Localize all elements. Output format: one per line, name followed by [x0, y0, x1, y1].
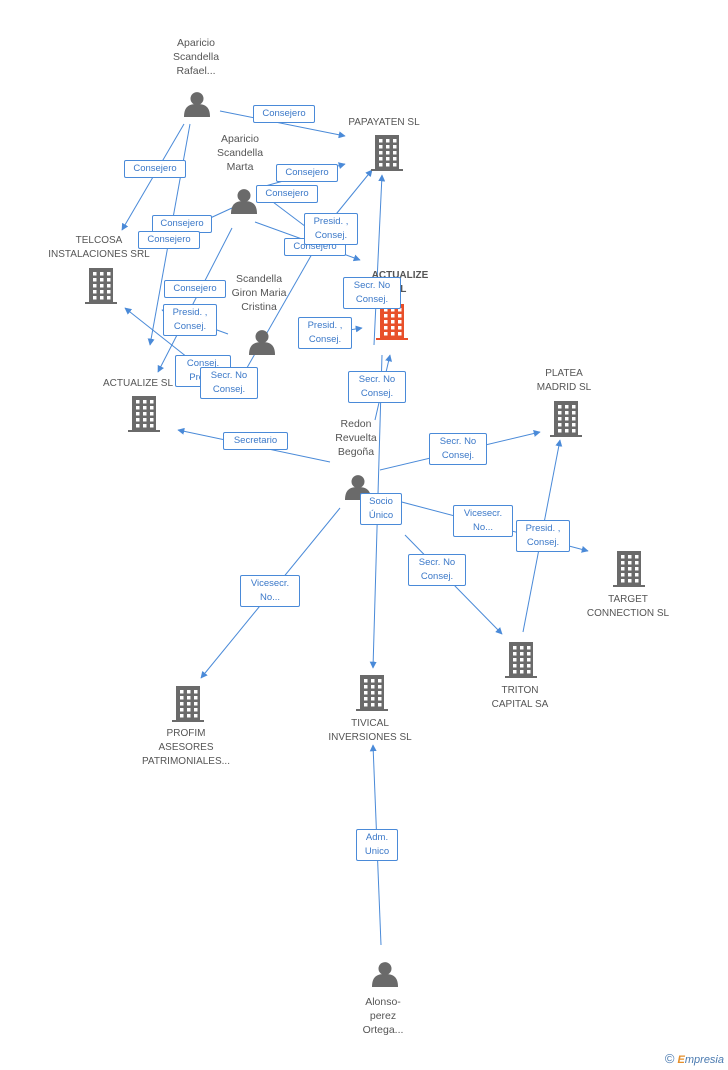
- edge-label-e10[interactable]: Secr. No Consej.: [343, 277, 401, 309]
- edge-label-e1[interactable]: Consejero: [253, 105, 315, 123]
- edge-label-e20[interactable]: Presid. , Consej.: [516, 520, 570, 552]
- edge-label-e4[interactable]: Consejero: [138, 231, 200, 249]
- edge-label-e23[interactable]: Adm. Unico: [356, 829, 398, 861]
- node-label-tivical[interactable]: TIVICAL INVERSIONES SL: [328, 718, 412, 743]
- node-label-telcosa[interactable]: TELCOSA INSTALACIONES SRL: [48, 235, 150, 260]
- company-building-icon[interactable]: [172, 686, 204, 727]
- node-label-redon[interactable]: Redon Revuelta Begoña: [335, 418, 377, 458]
- edge-label-e14[interactable]: Secr. No Consej.: [200, 367, 258, 399]
- node-label-aparicio-marta[interactable]: Aparicio Scandella Marta: [216, 133, 264, 173]
- edge-label-e22[interactable]: Vicesecr. No...: [240, 575, 300, 607]
- edge-label-e5[interactable]: Consejero: [276, 164, 338, 182]
- company-building-icon[interactable]: [128, 396, 160, 437]
- person-icon[interactable]: [372, 961, 398, 992]
- edge-label-e19[interactable]: Vicesecr. No...: [453, 505, 513, 537]
- edge-label-e2[interactable]: Consejero: [124, 160, 186, 178]
- company-building-icon[interactable]: [550, 401, 582, 442]
- node-label-triton[interactable]: TRITON CAPITAL SA: [491, 685, 549, 710]
- person-icon[interactable]: [249, 329, 275, 360]
- node-label-platea[interactable]: PLATEA MADRID SL: [536, 368, 592, 393]
- edge-label-e11[interactable]: Presid. , Consej.: [298, 317, 352, 349]
- empresia-logo-e: E: [677, 1054, 685, 1066]
- edge-label-e17[interactable]: Secr. No Consej.: [429, 433, 487, 465]
- company-building-icon[interactable]: [85, 268, 117, 309]
- node-label-target[interactable]: TARGET CONNECTION SL: [586, 594, 670, 619]
- edge-label-e8[interactable]: Consejero: [164, 280, 226, 298]
- person-icon[interactable]: [231, 188, 257, 219]
- empresia-logo-text: mpresia: [684, 1054, 724, 1066]
- focus-company-building-icon[interactable]: [376, 304, 408, 345]
- edge-line-e8: [157, 227, 233, 373]
- company-building-icon[interactable]: [505, 642, 537, 683]
- company-building-icon[interactable]: [356, 675, 388, 716]
- person-icon[interactable]: [184, 91, 210, 122]
- edge-label-e21[interactable]: Secr. No Consej.: [408, 554, 466, 586]
- node-label-profim[interactable]: PROFIM ASESORES PATRIMONIALES...: [142, 728, 230, 767]
- edge-label-e18[interactable]: Socio Único: [360, 493, 402, 525]
- node-label-scandella-giron[interactable]: Scandella Giron Maria Cristina: [231, 273, 287, 313]
- edge-label-e6[interactable]: Consejero: [256, 185, 318, 203]
- edge-label-e15[interactable]: Secr. No Consej.: [348, 371, 406, 403]
- node-label-aparicio-rafael[interactable]: Aparicio Scandella Rafael...: [172, 37, 220, 77]
- node-label-papayaten[interactable]: PAPAYATEN SL: [348, 117, 420, 128]
- edge-line-e10: [373, 174, 386, 346]
- edge-line-e14: [239, 239, 321, 381]
- empresia-footer: © Empresia: [665, 1051, 724, 1066]
- company-building-icon[interactable]: [371, 135, 403, 176]
- edge-label-e9[interactable]: Presid. , Consej.: [304, 213, 358, 245]
- company-building-icon[interactable]: [613, 551, 645, 592]
- edge-label-e12[interactable]: Presid. , Consej.: [163, 304, 217, 336]
- node-label-alonso[interactable]: Alonso- perez Ortega...: [362, 996, 404, 1036]
- copyright-icon: ©: [664, 1051, 675, 1066]
- node-label-actualize-sl[interactable]: ACTUALIZE SL: [102, 378, 174, 389]
- edge-line-e1: [219, 110, 346, 139]
- edge-label-e16[interactable]: Secretario: [223, 432, 288, 450]
